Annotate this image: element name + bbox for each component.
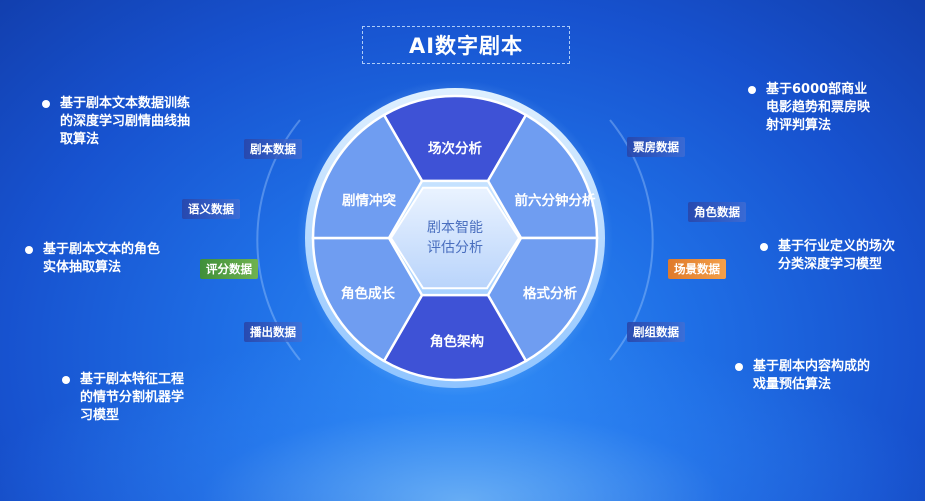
tag-role-data: 角色数据	[688, 202, 746, 222]
center-label-line1: 剧本智能	[427, 220, 483, 236]
tag-broadcast-data: 播出数据	[244, 322, 302, 342]
bullet-left-1: 基于剧本文本数据训练 的深度学习剧情曲线抽 取算法	[42, 95, 190, 149]
segment-lower-right-label: 格式分析	[523, 286, 577, 302]
center-label: 剧本智能 评估分析	[427, 218, 483, 258]
center-label-line2: 评估分析	[427, 240, 483, 256]
tag-scene-data: 场景数据	[668, 259, 726, 279]
page-title: AI数字剧本	[362, 26, 570, 64]
bullet-dot	[760, 243, 768, 251]
bullet-right-1: 基于6000部商业 电影趋势和票房映 射评判算法	[748, 81, 870, 135]
bullet-right-2: 基于行业定义的场次 分类深度学习模型	[760, 238, 895, 274]
bullet-dot	[25, 246, 33, 254]
segment-lower-left-label: 角色成长	[341, 286, 395, 302]
bullet-right-3: 基于剧本内容构成的 戏量预估算法	[735, 358, 870, 394]
bullet-left-2: 基于剧本文本的角色 实体抽取算法	[25, 241, 160, 277]
tag-boxoffice-data: 票房数据	[627, 137, 685, 157]
bullet-dot	[62, 376, 70, 384]
title-text: AI数字剧本	[408, 34, 524, 58]
segment-upper-left	[311, 113, 424, 240]
bullet-left-3: 基于剧本特征工程 的情节分割机器学 习模型	[62, 371, 184, 425]
bullet-dot	[735, 363, 743, 371]
tag-rating-data: 评分数据	[200, 259, 258, 279]
segment-bottom-label: 角色架构	[430, 334, 484, 350]
wheel-segments	[311, 94, 599, 382]
segment-upper-right-label: 前六分钟分析	[514, 193, 596, 209]
tag-script-data: 剧本数据	[244, 139, 302, 159]
bullet-dot	[748, 86, 756, 94]
bullet-dot	[42, 100, 50, 108]
center-hexagon	[389, 186, 521, 290]
segment-top-label: 场次分析	[428, 141, 482, 157]
tag-crew-data: 剧组数据	[627, 322, 685, 342]
tag-semantic-data: 语义数据	[182, 199, 240, 219]
segment-upper-left-label: 剧情冲突	[342, 193, 396, 209]
